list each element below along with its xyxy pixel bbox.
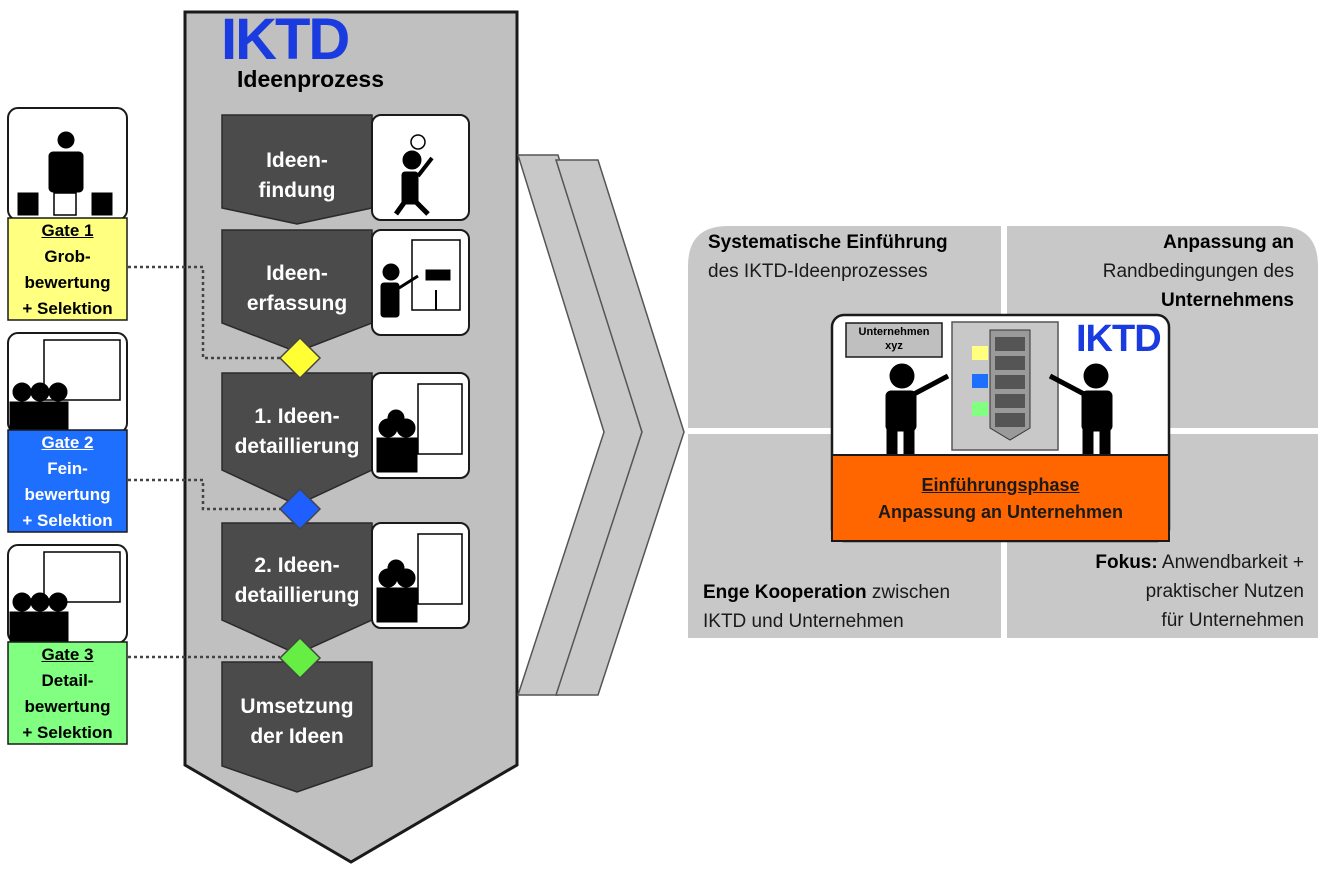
small-logo: IKTD: [1076, 318, 1162, 360]
stage-shapes: [221, 114, 373, 793]
gate-diamond-3: [278, 636, 322, 680]
gate-3-label: Gate 3 Detail-bewertung+ Selektion: [22, 645, 113, 742]
gate-diamond-2: [278, 487, 322, 531]
quadrant-bottom-left-text: Enge Kooperation zwischen IKTD und Unter…: [703, 582, 951, 632]
gate-1-box: [7, 217, 128, 321]
phase-title: Einführungsphase: [921, 475, 1080, 495]
phase-box: [831, 454, 1170, 542]
stage-detaillierung-1: 1. Ideen-detaillierung: [234, 405, 360, 458]
mini-stage-icons: [972, 337, 1025, 427]
gate-figure-icons: [9, 131, 121, 645]
process-title: Ideenprozess: [237, 66, 384, 92]
gate-connectors: [128, 265, 280, 659]
gate-1-label: Gate 1 Grob-bewertung+ Selektion: [22, 221, 113, 318]
stage-detaillierung-2: 2. Ideen-detaillierung: [234, 554, 360, 607]
stage-figure-icons: [376, 134, 463, 623]
company-box: [845, 322, 943, 358]
gate-3-box: [7, 641, 128, 745]
quadrant-bottom-right-text: Fokus: Anwendbarkeit + praktischer Nutze…: [1095, 552, 1304, 631]
iktd-logo: IKTD: [221, 7, 350, 72]
gate-2-box: [7, 429, 128, 533]
presenter-figures: [885, 363, 1113, 456]
quadrant-top-left-text: Systematische Einführung des IKTD-Ideenp…: [708, 232, 948, 282]
gate-diamond-1: [278, 336, 322, 380]
gate-2-label: Gate 2 Fein-bewertung+ Selektion: [22, 433, 113, 530]
phase-subtitle: Anpassung an Unternehmen: [877, 502, 1124, 522]
stage-ideenerfassung: Ideen-erfassung: [246, 262, 348, 315]
chevron-right: [554, 159, 685, 696]
stage-ideenfindung: Ideen-findung: [258, 149, 336, 202]
quadrant-top-right-text: Anpassung an Randbedingungen des Unterne…: [1102, 232, 1294, 311]
